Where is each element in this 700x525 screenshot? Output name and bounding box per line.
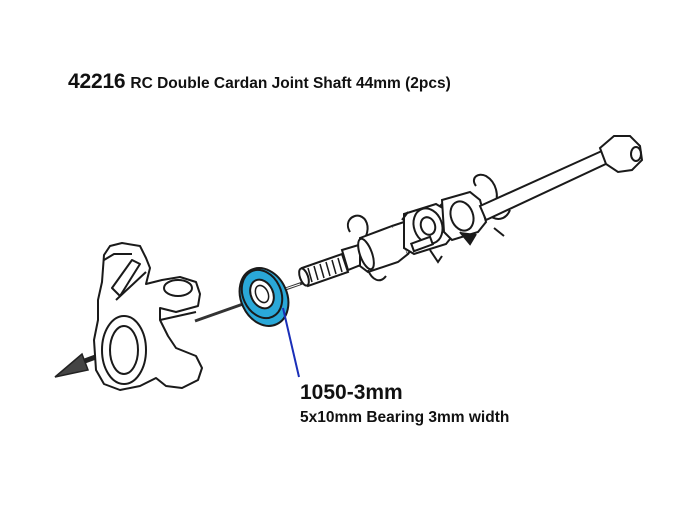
- cardan-center-block: [401, 199, 456, 264]
- drive-shaft: [478, 135, 644, 222]
- cardan-yoke-inner: [440, 173, 511, 246]
- hub-carrier: [93, 242, 203, 391]
- title-part-number: 42216: [68, 70, 126, 93]
- bearing-1050-3mm: [238, 267, 290, 327]
- title-text: RC Double Cardan Joint Shaft 44mm (2pcs): [130, 75, 451, 92]
- threaded-axle: [298, 242, 370, 288]
- callout-part-number: 1050-3mm: [300, 381, 403, 404]
- callout-leader-line: [282, 307, 300, 378]
- callout-description: 5x10mm Bearing 3mm width: [300, 409, 510, 426]
- bearing-callout: 1050-3mm 5x10mm Bearing 3mm width: [300, 380, 509, 428]
